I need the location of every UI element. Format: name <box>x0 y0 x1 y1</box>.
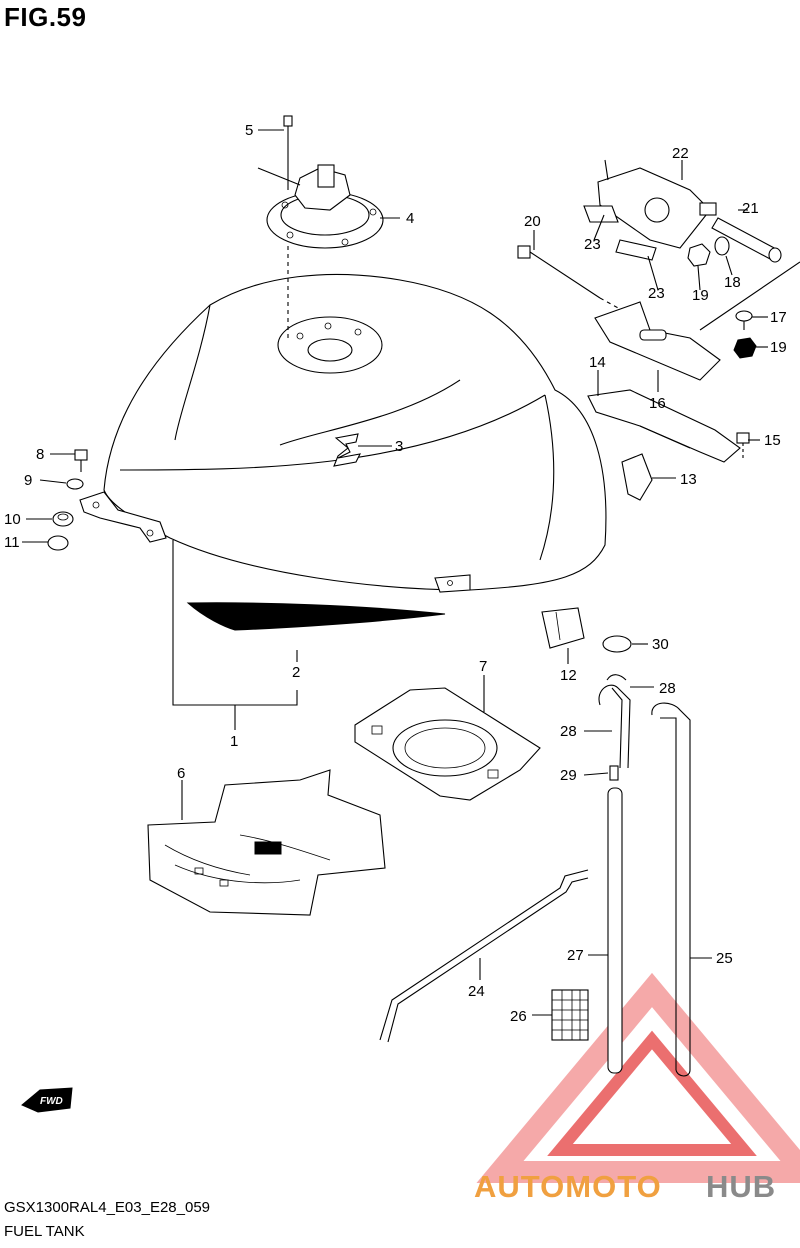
callout-28a: 28 <box>659 680 676 697</box>
callout-22: 22 <box>672 145 689 162</box>
cable-24 <box>379 869 589 1043</box>
pad-7 <box>354 687 541 801</box>
nut-19a <box>687 243 711 267</box>
callout-10: 10 <box>4 511 21 528</box>
callout-28b: 28 <box>560 723 577 740</box>
bracket-14 <box>587 389 741 463</box>
bolt-18 <box>714 236 730 256</box>
footer-name: FUEL TANK <box>4 1223 85 1240</box>
fuel-tank-body <box>79 273 607 593</box>
bolt-17 <box>735 310 753 330</box>
callout-20: 20 <box>524 213 541 230</box>
nut-10 <box>52 511 74 527</box>
hose-27 <box>607 787 623 1074</box>
hose-28 <box>598 674 631 769</box>
figure-title: FIG.59 <box>4 2 87 32</box>
callout-8: 8 <box>36 446 44 463</box>
callout-labels: 1 2 3 4 5 6 7 8 9 10 11 12 13 14 15 16 1… <box>4 122 787 1025</box>
callout-23b: 23 <box>648 285 665 302</box>
callout-14: 14 <box>589 354 606 371</box>
callout-6: 6 <box>177 765 185 782</box>
callout-29: 29 <box>560 767 577 784</box>
fuel-cap <box>257 164 384 249</box>
cushion-13 <box>621 453 653 501</box>
callout-16: 16 <box>649 395 666 412</box>
callout-18: 18 <box>724 274 741 291</box>
watermark-part1: AUTOMOTO <box>474 1169 662 1204</box>
callout-19a: 19 <box>692 287 709 304</box>
leader-lines <box>22 129 768 1016</box>
hose-25 <box>651 702 691 1077</box>
clamp-30 <box>602 635 632 653</box>
bolt-5 <box>283 115 293 340</box>
callout-13: 13 <box>680 471 697 488</box>
callout-4: 4 <box>406 210 414 227</box>
callout-21: 21 <box>742 200 759 217</box>
callout-7: 7 <box>479 658 487 675</box>
bolt-8 <box>74 449 88 472</box>
collar-21 <box>711 217 782 263</box>
callout-27: 27 <box>567 947 584 964</box>
watermark-part2: HUB <box>706 1169 776 1204</box>
watermark-text: AUTOMOTO HUB <box>474 1169 776 1204</box>
joint-29 <box>609 765 619 781</box>
callout-19b: 19 <box>770 339 787 356</box>
washer-9 <box>66 478 84 490</box>
callout-5: 5 <box>245 122 253 139</box>
callout-24: 24 <box>468 983 485 1000</box>
label-26 <box>551 989 589 1041</box>
footer-code: GSX1300RAL4_E03_E28_059 <box>4 1199 211 1216</box>
heat-shield-6 <box>147 769 386 916</box>
rubber-23b <box>615 239 657 261</box>
decal-2 <box>186 602 446 631</box>
bracket-22 <box>597 159 717 249</box>
bushing-11 <box>47 535 69 551</box>
callout-17: 17 <box>770 309 787 326</box>
bolt-20 <box>517 245 641 321</box>
callout-15: 15 <box>764 432 781 449</box>
callout-9: 9 <box>24 472 32 489</box>
watermark-logo <box>476 972 800 1183</box>
callout-11: 11 <box>4 534 20 551</box>
rubber-23a <box>583 205 619 223</box>
nut-19b <box>733 337 757 359</box>
bolt-15 <box>736 432 750 458</box>
callout-3: 3 <box>395 438 403 455</box>
callout-30: 30 <box>652 636 669 653</box>
bracket-16 <box>594 301 721 381</box>
forward-label: FWD <box>40 1096 63 1107</box>
callout-12: 12 <box>560 667 577 684</box>
callout-2: 2 <box>292 664 300 681</box>
callout-26: 26 <box>510 1008 527 1025</box>
forward-arrow-icon: FWD <box>21 1087 73 1113</box>
callout-23a: 23 <box>584 236 601 253</box>
callout-25: 25 <box>716 950 733 967</box>
callout-1: 1 <box>230 733 238 750</box>
cushion-12 <box>541 607 585 649</box>
